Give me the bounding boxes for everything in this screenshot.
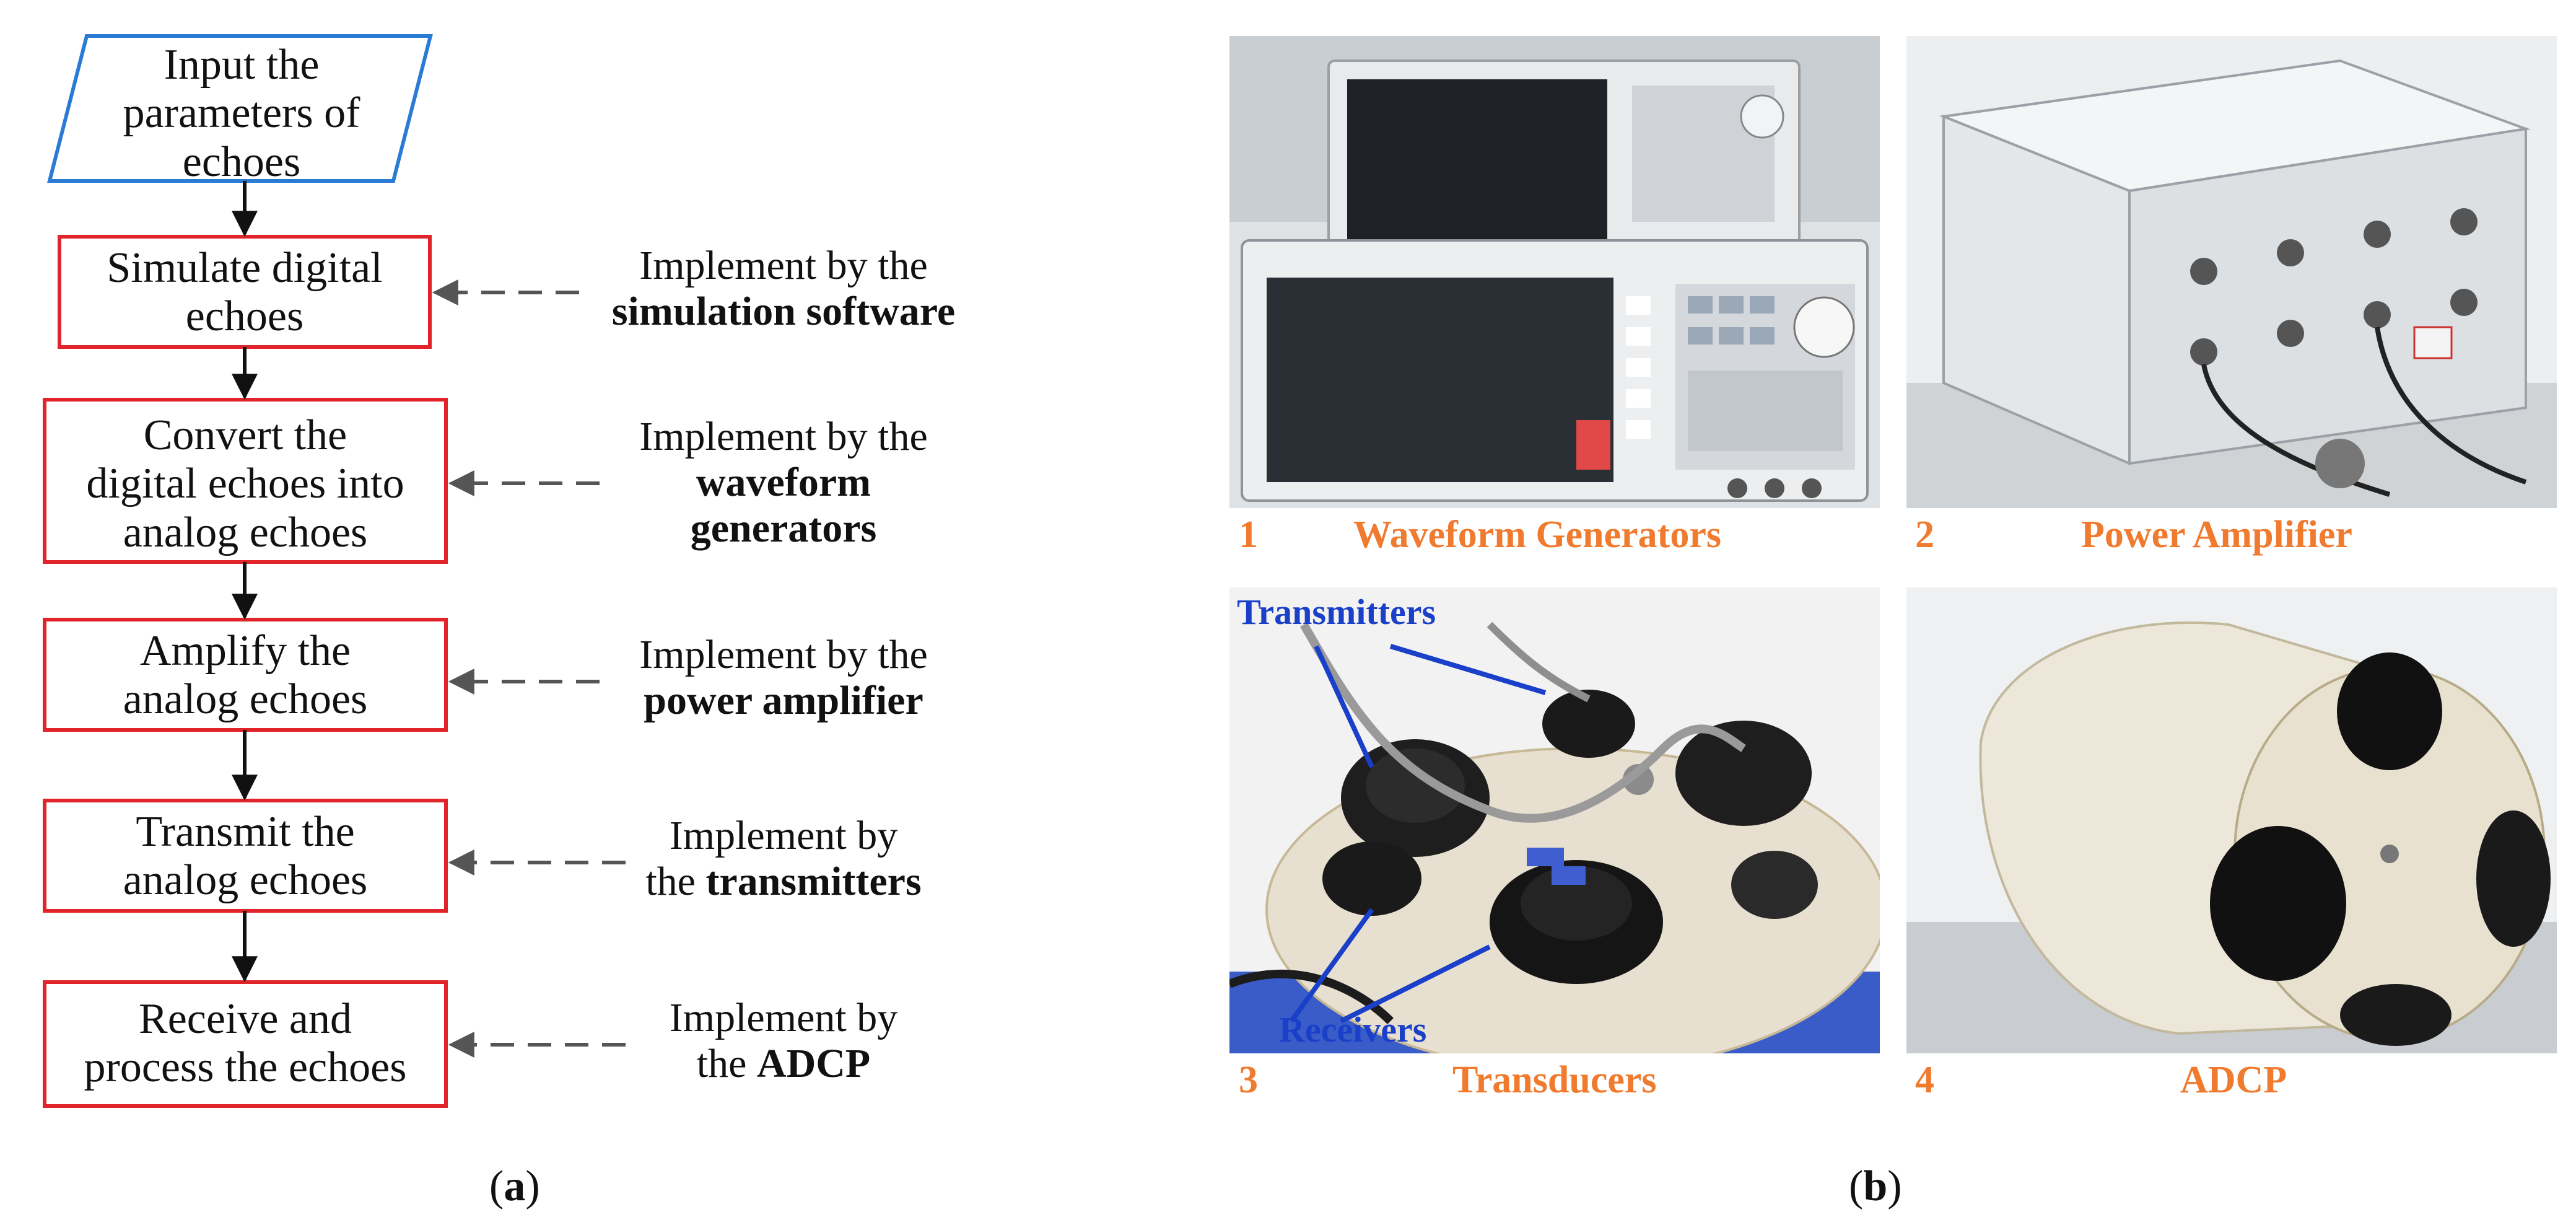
- caption-a-letter: a: [504, 1162, 526, 1210]
- step-line: Convert the: [143, 411, 347, 459]
- step-box-1: [58, 235, 432, 349]
- adcp-illustration: [1906, 587, 2557, 1053]
- step-line: Transmit the: [136, 808, 355, 856]
- input-line: parameters of: [123, 89, 360, 138]
- note-bold: power amplifier: [644, 677, 923, 723]
- note-mixed: the ADCP: [585, 1041, 982, 1087]
- note-5: Implement by the ADCP: [585, 995, 982, 1087]
- caption-b-letter: b: [1863, 1162, 1888, 1210]
- note-plain: Implement by: [669, 995, 898, 1040]
- photo-title-2: Power Amplifier: [2081, 514, 2352, 556]
- note-prefix: the: [645, 858, 706, 904]
- power-amplifier-illustration: [1906, 36, 2557, 508]
- photo-title-3: Transducers: [1452, 1059, 1657, 1101]
- step-text-1: Simulate digital echoes: [59, 244, 430, 341]
- note-prefix: the: [696, 1040, 757, 1086]
- photo-title-4: ADCP: [2180, 1059, 2287, 1101]
- input-line: Input the: [164, 41, 320, 89]
- photo-number-3: 3: [1239, 1059, 1258, 1101]
- input-parallelogram: [47, 34, 433, 183]
- note-plain: Implement by the: [639, 632, 928, 677]
- step-box-4: [43, 799, 448, 913]
- caption-a: (a): [489, 1162, 540, 1210]
- step-line: Simulate digital: [107, 244, 383, 292]
- step-line: analog echoes: [123, 856, 368, 905]
- input-line: echoes: [182, 138, 301, 186]
- step-box-3: [43, 618, 448, 732]
- note-plain: Implement by: [669, 813, 898, 858]
- step-line: digital echoes into: [86, 460, 404, 508]
- photo-waveform-generators: [1229, 36, 1880, 508]
- photo-number-4: 4: [1915, 1059, 1934, 1101]
- transducers-illustration: [1229, 587, 1880, 1053]
- step-line: echoes: [185, 292, 304, 341]
- step-line: analog echoes: [123, 508, 368, 556]
- waveform-generators-illustration: [1229, 36, 1880, 508]
- step-text-5: Receive and process the echoes: [45, 995, 446, 1092]
- note-bold: simulation software: [611, 288, 956, 334]
- step-line: analog echoes: [123, 675, 368, 724]
- note-bold: transmitters: [705, 858, 922, 904]
- step-text-4: Transmit the analog echoes: [45, 808, 446, 905]
- step-text-2: Convert the digital echoes into analog e…: [45, 411, 446, 557]
- photo-transducers: Transmitters Receivers: [1229, 587, 1880, 1053]
- transmitters-label: Transmitters: [1237, 592, 1436, 632]
- note-3: Implement by the power amplifier: [585, 632, 982, 724]
- note-bold: generators: [690, 505, 877, 551]
- note-plain: Implement by the: [639, 243, 928, 288]
- step-box-5: [43, 980, 448, 1108]
- step-line: process the echoes: [84, 1043, 407, 1092]
- note-2: Implement by the waveform generators: [585, 414, 982, 551]
- note-bold: ADCP: [756, 1040, 871, 1086]
- receivers-label: Receivers: [1279, 1009, 1427, 1050]
- note-plain: Implement by the: [639, 414, 928, 459]
- caption-b: (b): [1849, 1162, 1902, 1210]
- input-box-text: Input the parameters of echoes: [81, 41, 403, 187]
- step-line: Amplify the: [139, 627, 351, 675]
- step-line: Receive and: [139, 995, 352, 1043]
- step-text-3: Amplify the analog echoes: [45, 627, 446, 724]
- note-1: Implement by the simulation software: [585, 243, 982, 335]
- note-4: Implement by the transmitters: [585, 813, 982, 905]
- flowchart-lines: [43, 34, 626, 1108]
- note-mixed: the transmitters: [585, 859, 982, 905]
- photo-adcp: [1906, 587, 2557, 1053]
- note-bold: waveform: [696, 459, 871, 505]
- photo-number-2: 2: [1915, 514, 1934, 556]
- photo-power-amplifier: [1906, 36, 2557, 508]
- photo-number-1: 1: [1239, 514, 1258, 556]
- photo-title-1: Waveform Generators: [1353, 514, 1721, 556]
